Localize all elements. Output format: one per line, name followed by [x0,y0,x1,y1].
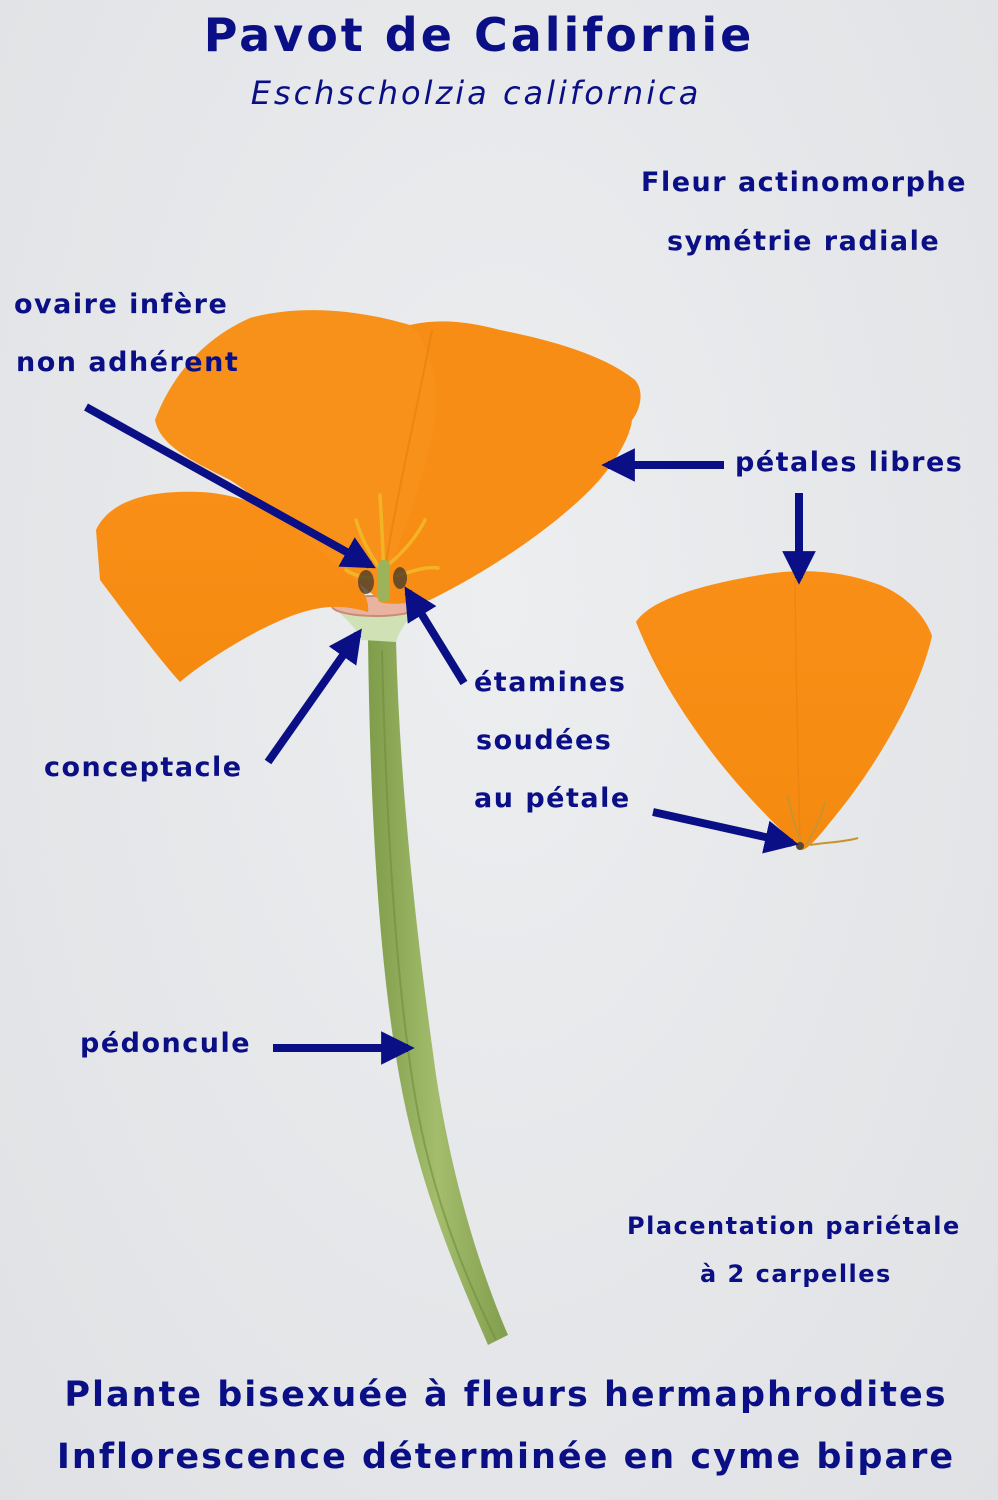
arrow-stamens [404,586,468,686]
label-stamens-line3: au pétale [474,783,631,814]
label-receptacle: conceptacle [44,752,243,783]
label-peduncle: pédoncule [80,1028,252,1059]
symmetry-note-line2: symétrie radiale [667,226,941,257]
arrow-ovary [84,403,376,569]
annotation-arrows [84,403,816,1065]
main-flower [96,310,641,682]
label-stamens-line2: soudées [476,725,613,756]
arrow-receptacle [264,628,362,765]
peduncle-stem [368,640,508,1345]
arrow-stamens-petal [652,808,799,854]
footer-line1: Plante bisexuée à fleurs hermaphrodites [64,1375,948,1415]
label-stamens-line1: étamines [474,667,627,698]
placentation-note-line1: Placentation pariétale [627,1212,961,1240]
footer-line2: Inflorescence déterminée en cyme bipare [56,1437,956,1477]
label-ovary-line2: non adhérent [16,347,240,378]
label-ovary-line1: ovaire infère [14,289,229,320]
symmetry-note-line1: Fleur actinomorphe [641,167,967,198]
page-title: Pavot de Californie [203,8,755,62]
scientific-name: Eschscholzia californica [250,74,702,112]
detached-petal [636,571,932,850]
placentation-note-line2: à 2 carpelles [700,1260,892,1288]
label-petals: pétales libres [735,447,964,478]
